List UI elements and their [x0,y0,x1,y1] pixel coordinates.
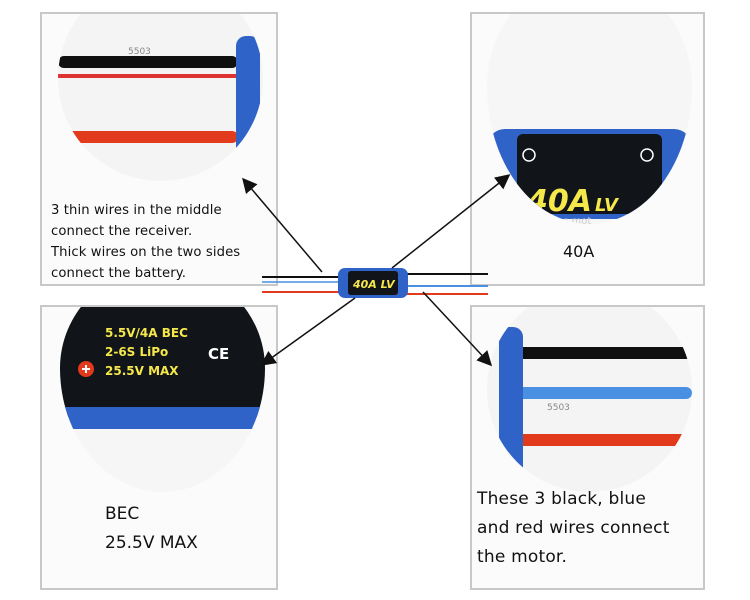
model-label-panel: 40A LV es mot 40A [470,12,705,286]
cable-print: 5503 [547,403,570,413]
minus-terminal-icon [522,148,536,162]
cable-print: 5503 [128,47,151,57]
receiver-wires-panel: 5503 3 thin wires in the middle connect … [40,12,278,286]
motor-caption: These 3 black, blue and red wires connec… [477,489,670,567]
bec-label-line-2: 2-6S LiPo [105,345,168,359]
bec-caption: BEC 25.5V MAX [105,504,198,553]
model-caption: 40A [563,242,595,261]
model-label-sub: es mot [557,216,591,224]
minus-terminal-icon-right [640,148,654,162]
red-wire [58,131,238,143]
model-label-photo: 40A LV es mot [487,14,692,224]
model-label-illustration: 40A LV es mot [487,14,692,224]
black-wire [507,347,692,359]
bec-label-line-1: 5.5V/4A BEC [105,326,188,340]
bec-label-plate [60,307,265,417]
bec-label-line-3: 25.5V MAX [105,364,179,378]
model-label-suffix: LV [595,195,620,216]
receiver-wires-photo: 5503 [58,14,263,181]
esc-body [338,268,408,298]
motor-wires-illustration: 5503 [487,307,692,492]
black-wire [58,56,238,68]
plus-terminal-icon [640,203,654,217]
esc-end-cap [499,327,523,477]
thin-red-wire [58,74,238,78]
ce-mark: CE [208,345,229,363]
esc-label-plate [517,134,662,214]
bec-label-photo: 5.5V/4A BEC 2-6S LiPo 25.5V MAX CE [60,307,265,492]
esc-end-cap [236,36,260,181]
esc-label-plate [348,271,398,295]
esc-body [60,407,265,429]
bec-label-panel: 5.5V/4A BEC 2-6S LiPo 25.5V MAX CE BEC 2… [40,305,278,590]
motor-wires-panel: 5503 These 3 black, blue and red wires c… [470,305,705,590]
motor-wires-photo: 5503 [487,307,692,492]
receiver-caption: 3 thin wires in the middle connect the r… [51,203,241,281]
blue-wire [507,387,692,399]
model-label-main: 40A [526,184,592,219]
bec-label-illustration: 5.5V/4A BEC 2-6S LiPo 25.5V MAX CE [60,307,265,492]
receiver-wires-illustration: 5503 [58,14,263,181]
red-wire [507,434,692,446]
esc-label: 40A LV [352,278,396,291]
